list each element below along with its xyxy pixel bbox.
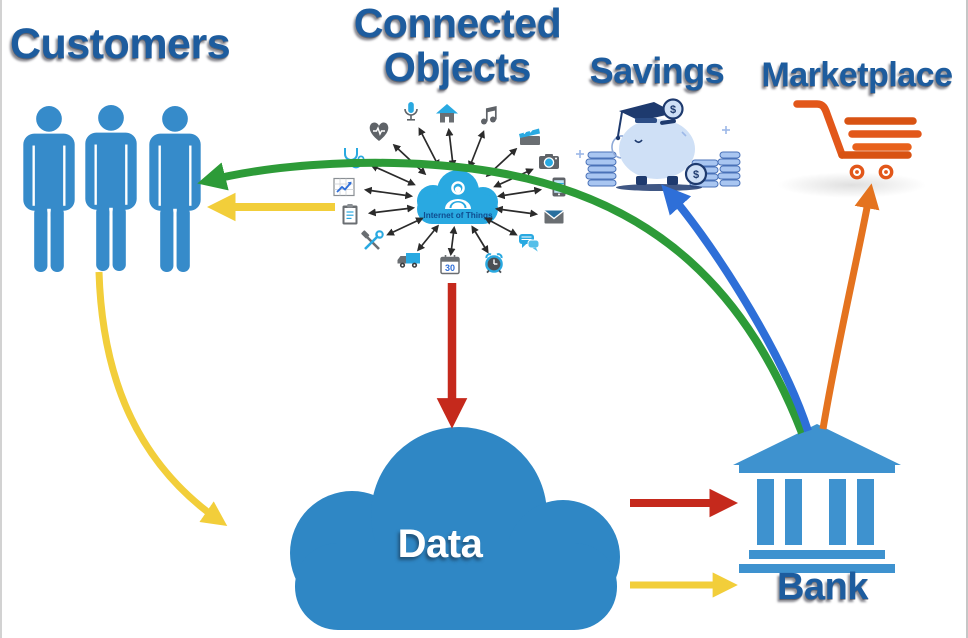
coin-ground-icon: $ xyxy=(684,162,708,186)
piggy-eye xyxy=(634,139,643,144)
svg-text:$: $ xyxy=(693,169,699,181)
piggy-body xyxy=(619,119,695,179)
microphone-icon xyxy=(404,102,418,121)
arrow-bank-to-savings xyxy=(661,184,812,433)
bank-icon xyxy=(733,424,901,573)
coin-stack-left xyxy=(585,151,617,187)
connected-objects-line1: Connected xyxy=(353,0,562,46)
coin-dropping-icon: $ xyxy=(662,98,684,120)
shopping-cart-icon xyxy=(793,100,922,180)
customers-group-icon xyxy=(22,105,202,272)
iot-hub-icon: Internet of Things xyxy=(333,102,566,275)
data-cloud-icon xyxy=(290,427,620,630)
iot-hub-cloud: Internet of Things xyxy=(417,170,498,224)
piggy-shadow xyxy=(616,184,702,191)
svg-text:$: $ xyxy=(670,104,676,116)
tools-icon xyxy=(361,230,384,250)
tablet-icon xyxy=(552,177,566,197)
person-icon xyxy=(22,106,76,272)
sparkles xyxy=(576,126,730,158)
stethoscope-icon xyxy=(344,148,365,169)
data-label: Data xyxy=(397,522,483,566)
camera-icon xyxy=(539,154,559,169)
customers-title: Customers xyxy=(10,20,231,68)
graduation-cap-icon xyxy=(615,102,675,141)
chat-bubbles-icon xyxy=(519,234,540,252)
analytics-chart-icon xyxy=(333,177,355,197)
connected-objects-line2: Objects xyxy=(384,43,531,90)
connected-objects-title: Connected Objects xyxy=(320,0,595,90)
arrow-customers-to-data xyxy=(95,271,228,527)
iot-hub-label: Internet of Things xyxy=(423,211,493,220)
music-notes-icon xyxy=(481,105,497,125)
calendar-icon: 30 xyxy=(440,255,460,275)
clipboard-icon xyxy=(342,204,358,225)
calendar-day-label: 30 xyxy=(445,263,455,273)
delivery-truck-icon xyxy=(397,253,420,268)
bank-label: Bank xyxy=(777,566,868,608)
marketplace-title: Marketplace xyxy=(761,56,953,94)
alarm-clock-icon xyxy=(485,253,503,274)
savings-title: Savings xyxy=(589,50,725,91)
email-icon xyxy=(544,210,564,224)
piggy-bank-icon: $ $ xyxy=(576,98,741,191)
coin-slot xyxy=(660,119,676,125)
heart-pulse-icon xyxy=(369,122,389,141)
person-icon xyxy=(84,105,138,271)
smart-home-icon xyxy=(436,104,458,123)
person-icon xyxy=(148,106,202,272)
movie-clapper-icon xyxy=(519,128,540,145)
cart-wheels xyxy=(849,164,894,180)
arrow-bank-to-marketplace xyxy=(819,183,880,430)
